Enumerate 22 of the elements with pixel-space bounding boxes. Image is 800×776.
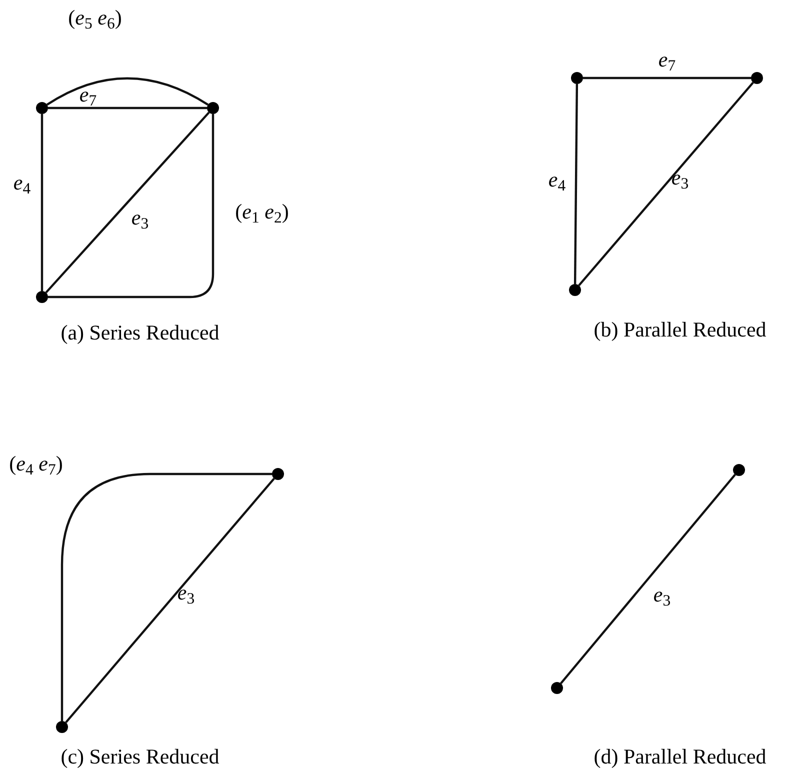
edge-label: e$_{3}$ bbox=[653, 584, 671, 606]
edge-label: e$_{4}$ bbox=[548, 170, 566, 190]
edge-label: (e$_{5}$ e$_{6}$) bbox=[68, 8, 122, 28]
graph-edge bbox=[48, 106, 207, 110]
edge-label: e$_{7}$ bbox=[658, 50, 676, 70]
graph-edge bbox=[560, 474, 736, 684]
graph-edge bbox=[40, 114, 44, 291]
edge-label: (e$_{4}$ e$_{7}$) bbox=[9, 454, 63, 474]
figure-caption: (b) Parallel Reduced bbox=[594, 320, 766, 340]
edge-label: (e$_{1}$ e$_{2}$) bbox=[235, 202, 289, 222]
graph-edge bbox=[574, 84, 578, 284]
edge-label: e$_{4}$ bbox=[13, 172, 31, 194]
graph-edge bbox=[583, 76, 751, 80]
edge-label: e$_{3}$ bbox=[671, 168, 689, 188]
figure-caption: (c) Series Reduced bbox=[60, 746, 220, 768]
figure-caption: (d) Parallel Reduced bbox=[594, 746, 766, 768]
edge-label: e$_{3}$ bbox=[131, 208, 149, 228]
figure-caption: (a) Series Reduced bbox=[60, 322, 220, 344]
graph-edge bbox=[46, 77, 209, 106]
edge-label: e$_{7}$ bbox=[79, 84, 97, 106]
graph-edge bbox=[578, 82, 754, 286]
edge-label: e$_{3}$ bbox=[177, 582, 195, 604]
